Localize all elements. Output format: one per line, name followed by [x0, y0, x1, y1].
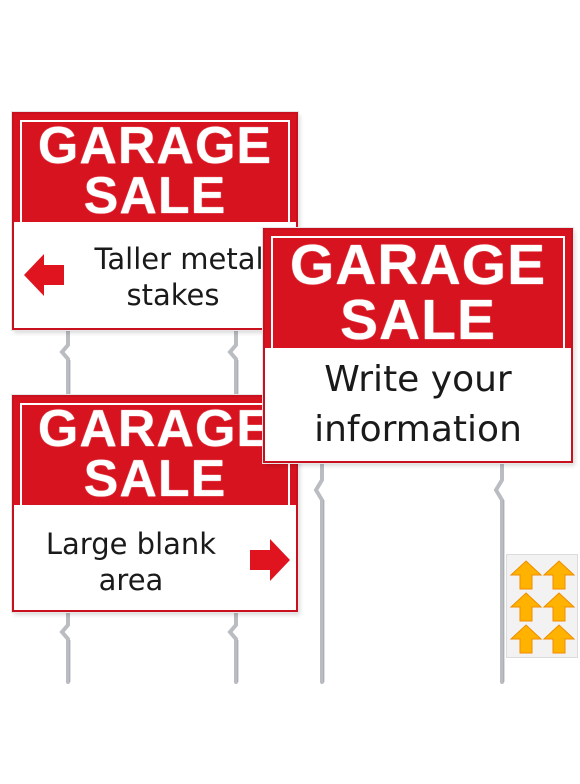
garage-sale-sign-2: GARAGE SALE Write your information: [263, 228, 573, 463]
sign-body: Taller metal stakes: [14, 222, 296, 328]
arrow-sticker-sheet: [506, 554, 578, 658]
stake-right-2: [493, 460, 504, 684]
arrow-stickers: [510, 560, 575, 654]
sign-headline-line1: GARAGE: [37, 400, 273, 458]
sign-headline-line2: SALE: [339, 288, 497, 352]
garage-sale-sign-3: GARAGE SALE Large blank area: [12, 395, 298, 612]
garage-sale-sign-1: GARAGE SALE Taller metal stakes: [12, 112, 298, 330]
sign-body: Write your information: [265, 348, 571, 461]
sign-headline-line2: SALE: [83, 450, 227, 508]
up-arrow-tag-icon: [510, 592, 542, 622]
arrow-right-icon: [250, 539, 290, 581]
sign-text-line1: Large blank: [45, 527, 217, 561]
up-arrow-tag-icon: [543, 592, 575, 622]
stake-left-2: [313, 460, 324, 684]
up-arrow-tag-icon: [510, 624, 542, 654]
sign-headline-line2: SALE: [83, 167, 227, 225]
stake-left-1: [59, 328, 70, 397]
sign-header: GARAGE SALE: [14, 114, 296, 225]
sign-text-line2: stakes: [126, 278, 220, 312]
sign-text-line2: information: [314, 409, 522, 450]
arrow-left-icon: [24, 254, 64, 296]
up-arrow-tag-icon: [543, 560, 575, 590]
up-arrow-tag-icon: [510, 560, 542, 590]
sign-headline-line1: GARAGE: [37, 117, 273, 175]
sign-header: GARAGE SALE: [14, 397, 296, 508]
sign-text-line2: area: [98, 563, 164, 597]
up-arrow-tag-icon: [543, 624, 575, 654]
stake-left-3: [59, 610, 70, 684]
sign-headline-line1: GARAGE: [289, 233, 547, 297]
stake-right-1: [227, 328, 238, 397]
sign-text-line1: Taller metal: [94, 242, 264, 276]
sign-text-line1: Write your: [324, 359, 512, 400]
sign-body: Large blank area: [14, 505, 296, 610]
stake-right-3: [227, 610, 238, 684]
sign-header: GARAGE SALE: [265, 230, 571, 352]
